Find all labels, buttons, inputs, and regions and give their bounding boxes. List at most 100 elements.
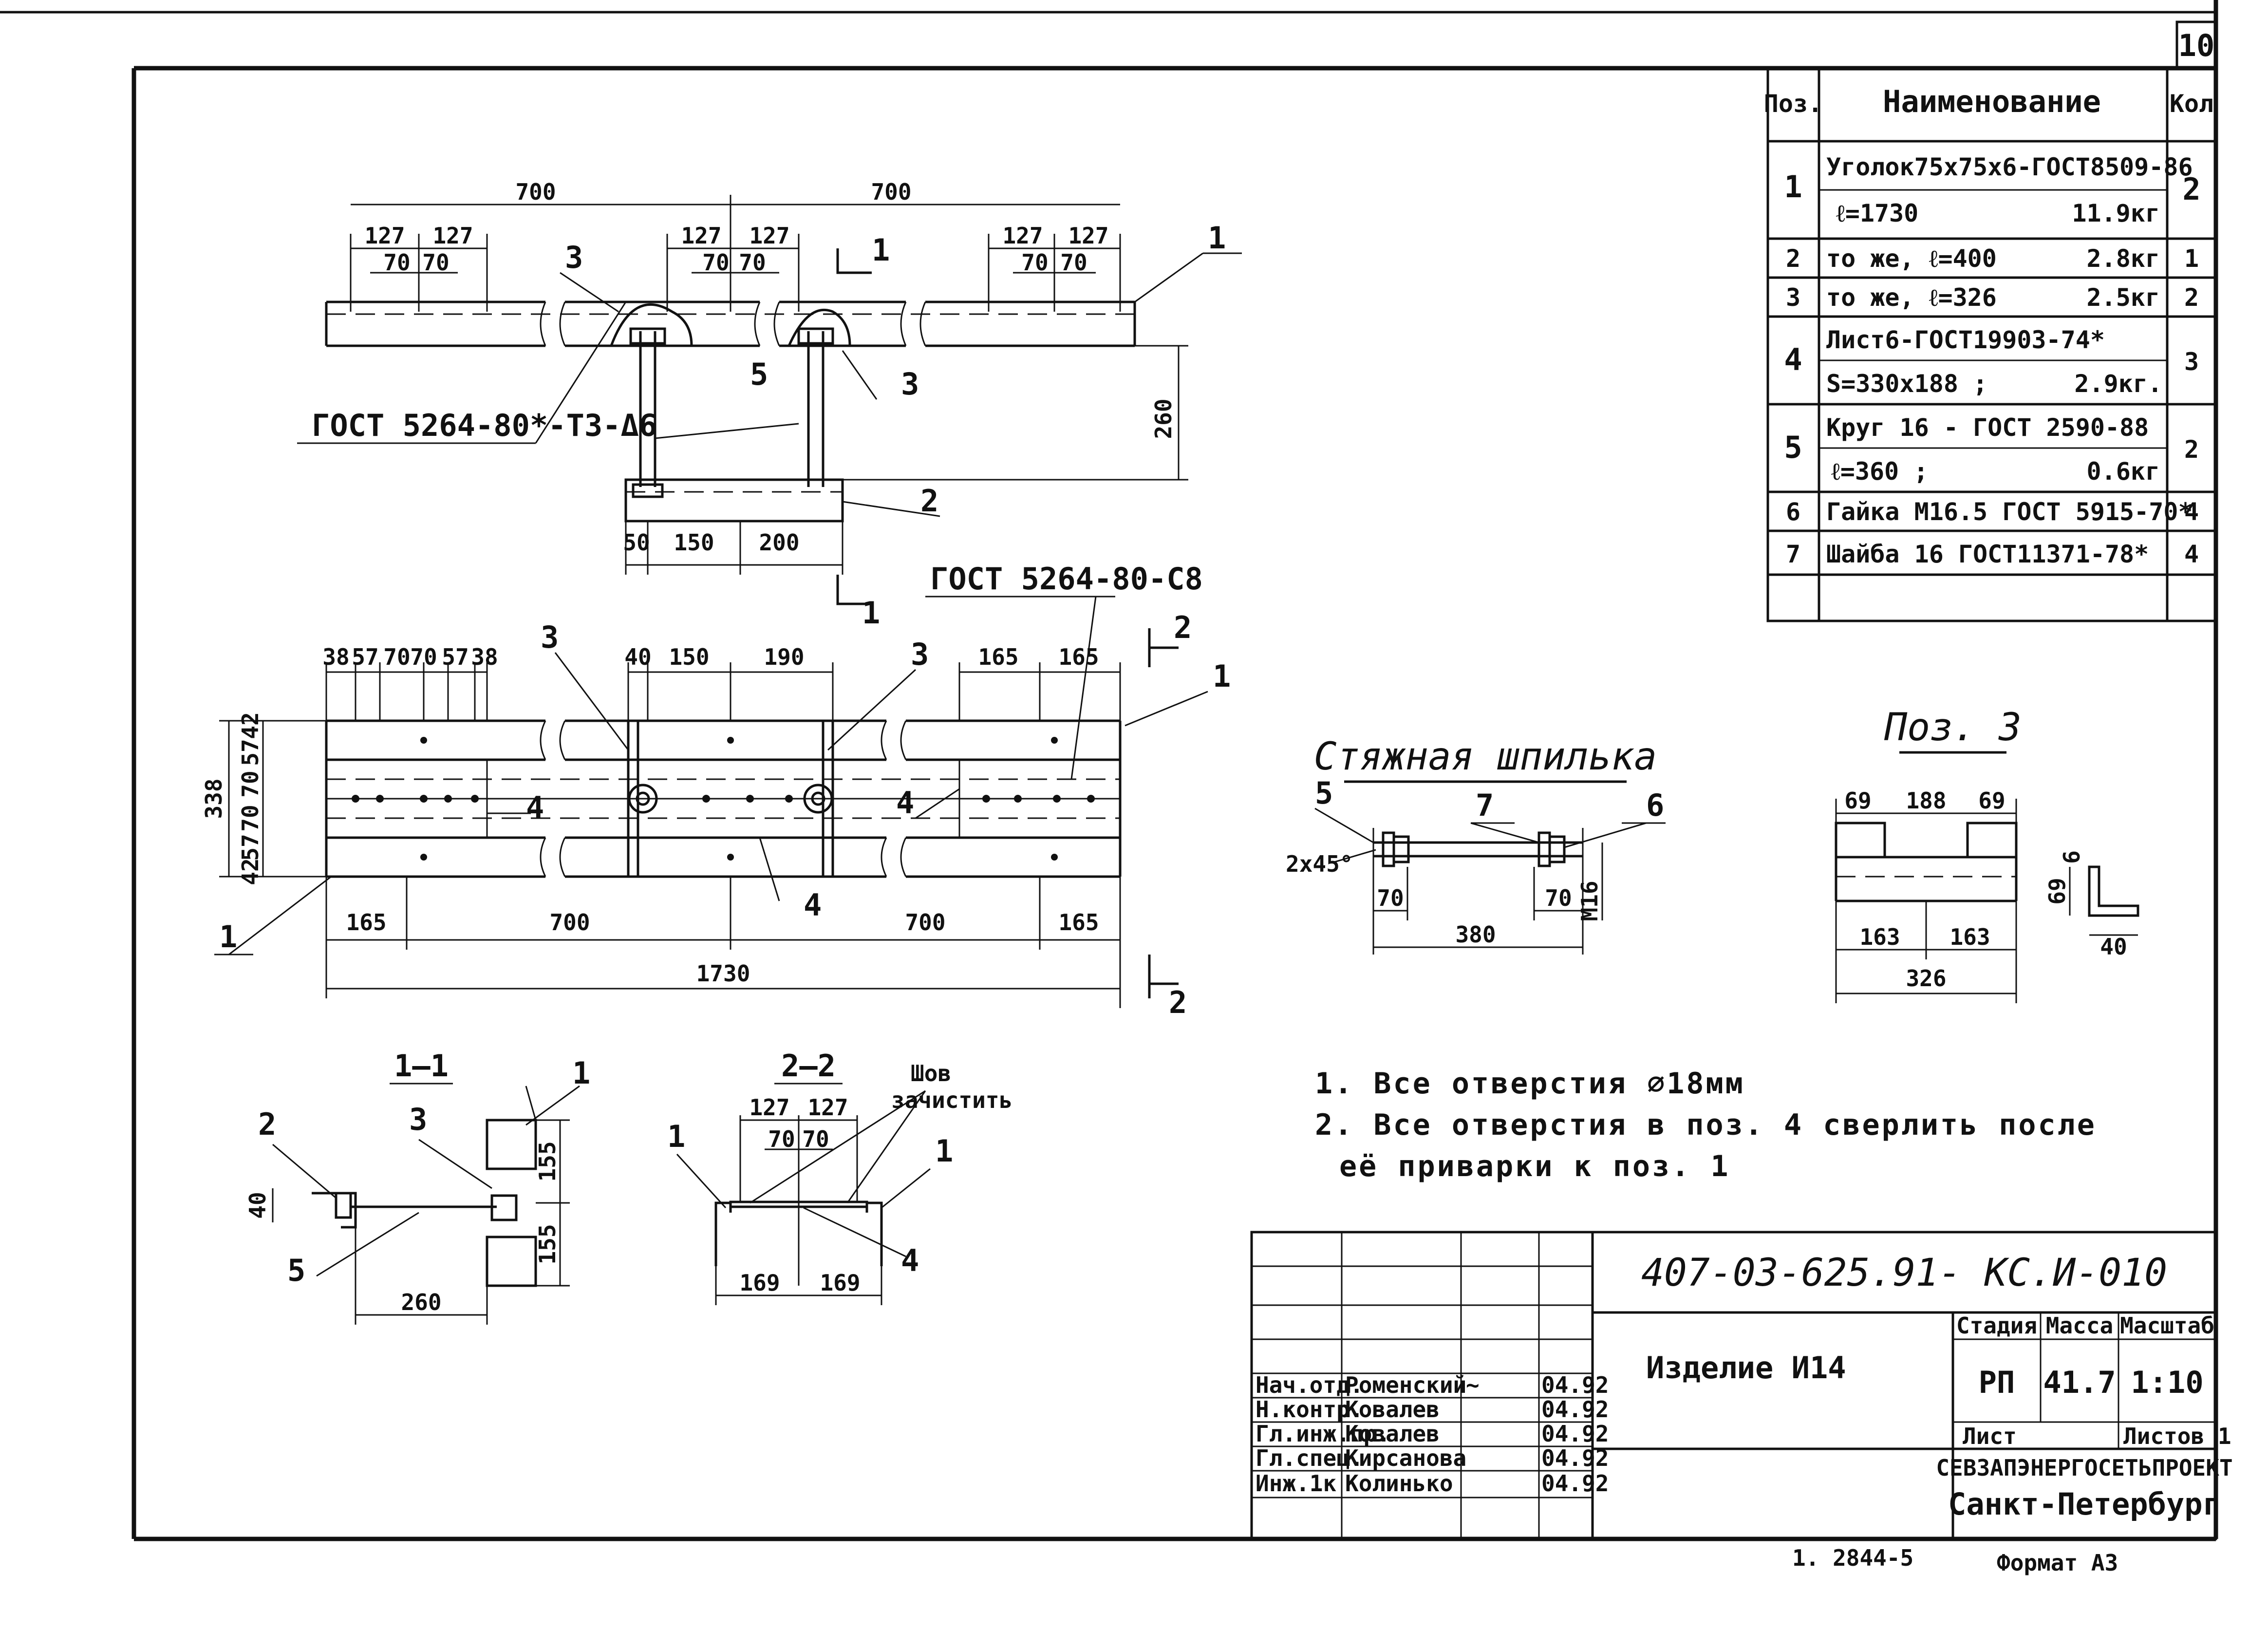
staff-name: Ковалев xyxy=(1345,1396,1440,1423)
dim-169: 169 xyxy=(820,1270,860,1296)
staff-name: Роменский xyxy=(1345,1372,1466,1398)
section-1-1: 1—1 155 155 40 260 2 3 1 5 xyxy=(244,1048,590,1325)
spec-row-qty: 2 xyxy=(2184,435,2199,464)
dim-M16: М16 xyxy=(1576,881,1603,921)
callout-4: 4 xyxy=(804,887,822,923)
staff-name: Колинько xyxy=(1345,1470,1453,1497)
dim-50: 50 xyxy=(623,529,650,556)
spec-row-name: Гайка М16.5 ГОСТ 5915-70* xyxy=(1826,498,2193,526)
dim-70: 70 xyxy=(1377,885,1404,911)
dim-69: 69 xyxy=(1844,787,1871,814)
spec-row-qty: 4 xyxy=(2184,540,2199,568)
dim-165: 165 xyxy=(978,644,1018,670)
spec-row-name: то же, ℓ=400 xyxy=(1826,244,1997,273)
weld-label-seam: Шов xyxy=(911,1060,951,1087)
spec-row-weight: 11.9кг xyxy=(2072,199,2160,227)
title-block: 407-03-625.91- КС.И-010 Изделие И14 Нач.… xyxy=(1250,1231,2233,1576)
spec-header-pos: Поз. xyxy=(1764,90,1822,118)
dim-165: 165 xyxy=(1058,644,1099,670)
dim-338: 338 xyxy=(201,778,227,819)
staff-role: Нач.отд. xyxy=(1256,1372,1364,1398)
notes: 1. Все отверстия ⌀18мм 2. Все отверстия … xyxy=(1315,1067,2097,1183)
dim-155: 155 xyxy=(534,1224,561,1264)
dim-163: 163 xyxy=(1949,924,1990,950)
plan-holes xyxy=(352,737,1095,861)
staff-date: 04.92 xyxy=(1541,1396,1609,1423)
spec-table: Поз. Наименование Кол 1 Уголок75х75х6-ГО… xyxy=(1764,67,2217,622)
section-mark-2: 2 xyxy=(1169,985,1187,1020)
spec-row-qty: 3 xyxy=(2184,348,2199,376)
dim-70: 70 xyxy=(802,1126,829,1152)
dim-127: 127 xyxy=(681,223,721,249)
staff-role: Гл.инж.пр. xyxy=(1256,1421,1390,1447)
dim-380: 380 xyxy=(1455,921,1496,948)
spec-row-pos: 5 xyxy=(1784,430,1802,465)
spec-row-qty: 2 xyxy=(2184,283,2199,312)
dim-260: 260 xyxy=(1150,398,1177,439)
callout-1: 1 xyxy=(572,1055,590,1091)
dim-260: 260 xyxy=(401,1289,441,1315)
stage-value: РП xyxy=(1979,1365,2015,1400)
dim-42: 42 xyxy=(237,712,263,739)
sheets-label: Листов 1 xyxy=(2123,1423,2231,1449)
spec-row-qty: 2 xyxy=(2182,171,2200,207)
dim-188: 188 xyxy=(1906,787,1946,814)
callout-1: 1 xyxy=(667,1119,685,1154)
dim-70: 70 xyxy=(768,1126,795,1152)
top-view: 700 700 127 127 70 70 127 127 70 70 127 … xyxy=(297,179,1242,631)
header-stage: Стадия xyxy=(1956,1312,2037,1339)
callout-5: 5 xyxy=(287,1253,305,1288)
tie-stud-title: Стяжная шпилька xyxy=(1314,735,1657,779)
dim-150: 150 xyxy=(674,529,714,556)
dim-70: 70 xyxy=(1021,249,1048,276)
callout-3: 3 xyxy=(409,1102,427,1137)
staff-date: 04.92 xyxy=(1541,1372,1609,1398)
spec-row-weight: 0.6кг xyxy=(2086,457,2160,486)
dim-69: 69 xyxy=(1978,787,2005,814)
dim-326: 326 xyxy=(1906,965,1946,992)
callout-1: 1 xyxy=(1208,220,1226,256)
dim-165: 165 xyxy=(346,909,386,936)
format-label: Формат А3 xyxy=(1997,1550,2118,1576)
spec-row-weight: 2.9кг. xyxy=(2074,370,2162,398)
spec-row-name: Круг 16 - ГОСТ 2590-88 xyxy=(1826,413,2149,442)
staff-date: 04.92 xyxy=(1541,1445,1609,1471)
dim-127: 127 xyxy=(749,223,789,249)
tie-stud-view: Стяжная шпилька 70 70 380 М16 2х45° 5 7 … xyxy=(1286,735,1666,955)
dim-700: 700 xyxy=(905,909,945,936)
spec-row-qty: 4 xyxy=(2184,498,2199,526)
dim-165: 165 xyxy=(1058,909,1099,936)
staff-date: 04.92 xyxy=(1541,1470,1609,1497)
sheet-number: 10 xyxy=(2178,28,2215,63)
dim-38: 38 xyxy=(471,644,498,670)
dim-57: 57 xyxy=(237,834,263,861)
staff-date: 04.92 xyxy=(1541,1421,1609,1447)
dim-169: 169 xyxy=(739,1270,780,1296)
dim-70: 70 xyxy=(1060,249,1087,276)
dim-69: 69 xyxy=(2044,878,2070,904)
spec-header-qty: Кол xyxy=(2170,90,2213,118)
spec-row-pos: 3 xyxy=(1786,283,1800,312)
dim-70: 70 xyxy=(1545,885,1572,911)
scale-value: 1:10 xyxy=(2131,1365,2203,1400)
dim-70: 70 xyxy=(383,249,410,276)
staff-role: Гл.спец. xyxy=(1256,1445,1364,1471)
section-mark-2: 2 xyxy=(1174,610,1192,645)
archive-number: 1. 2844-5 xyxy=(1792,1545,1913,1571)
callout-5: 5 xyxy=(1315,775,1333,811)
spec-row-pos: 6 xyxy=(1786,498,1800,526)
callout-7: 7 xyxy=(1476,787,1494,823)
dim-700: 700 xyxy=(549,909,590,936)
drawing-code: 407-03-625.91- КС.И-010 xyxy=(1641,1251,2167,1295)
header-scale: Масштаб xyxy=(2120,1312,2214,1339)
sheet-label: Лист xyxy=(1963,1423,2017,1449)
dim-155: 155 xyxy=(534,1141,561,1181)
staff-role: Инж.1к xyxy=(1256,1470,1336,1497)
spec-row-name: Лист6-ГОСТ19903-74* xyxy=(1826,326,2105,354)
pos3-title: Поз. 3 xyxy=(1884,706,2022,749)
spec-row-name: то же, ℓ=326 xyxy=(1826,283,1997,312)
dim-6: 6 xyxy=(2059,850,2085,864)
callout-2: 2 xyxy=(258,1106,276,1142)
dim-42: 42 xyxy=(237,858,263,885)
note-2: 2. Все отверстия в поз. 4 сверлить после xyxy=(1315,1108,2097,1142)
